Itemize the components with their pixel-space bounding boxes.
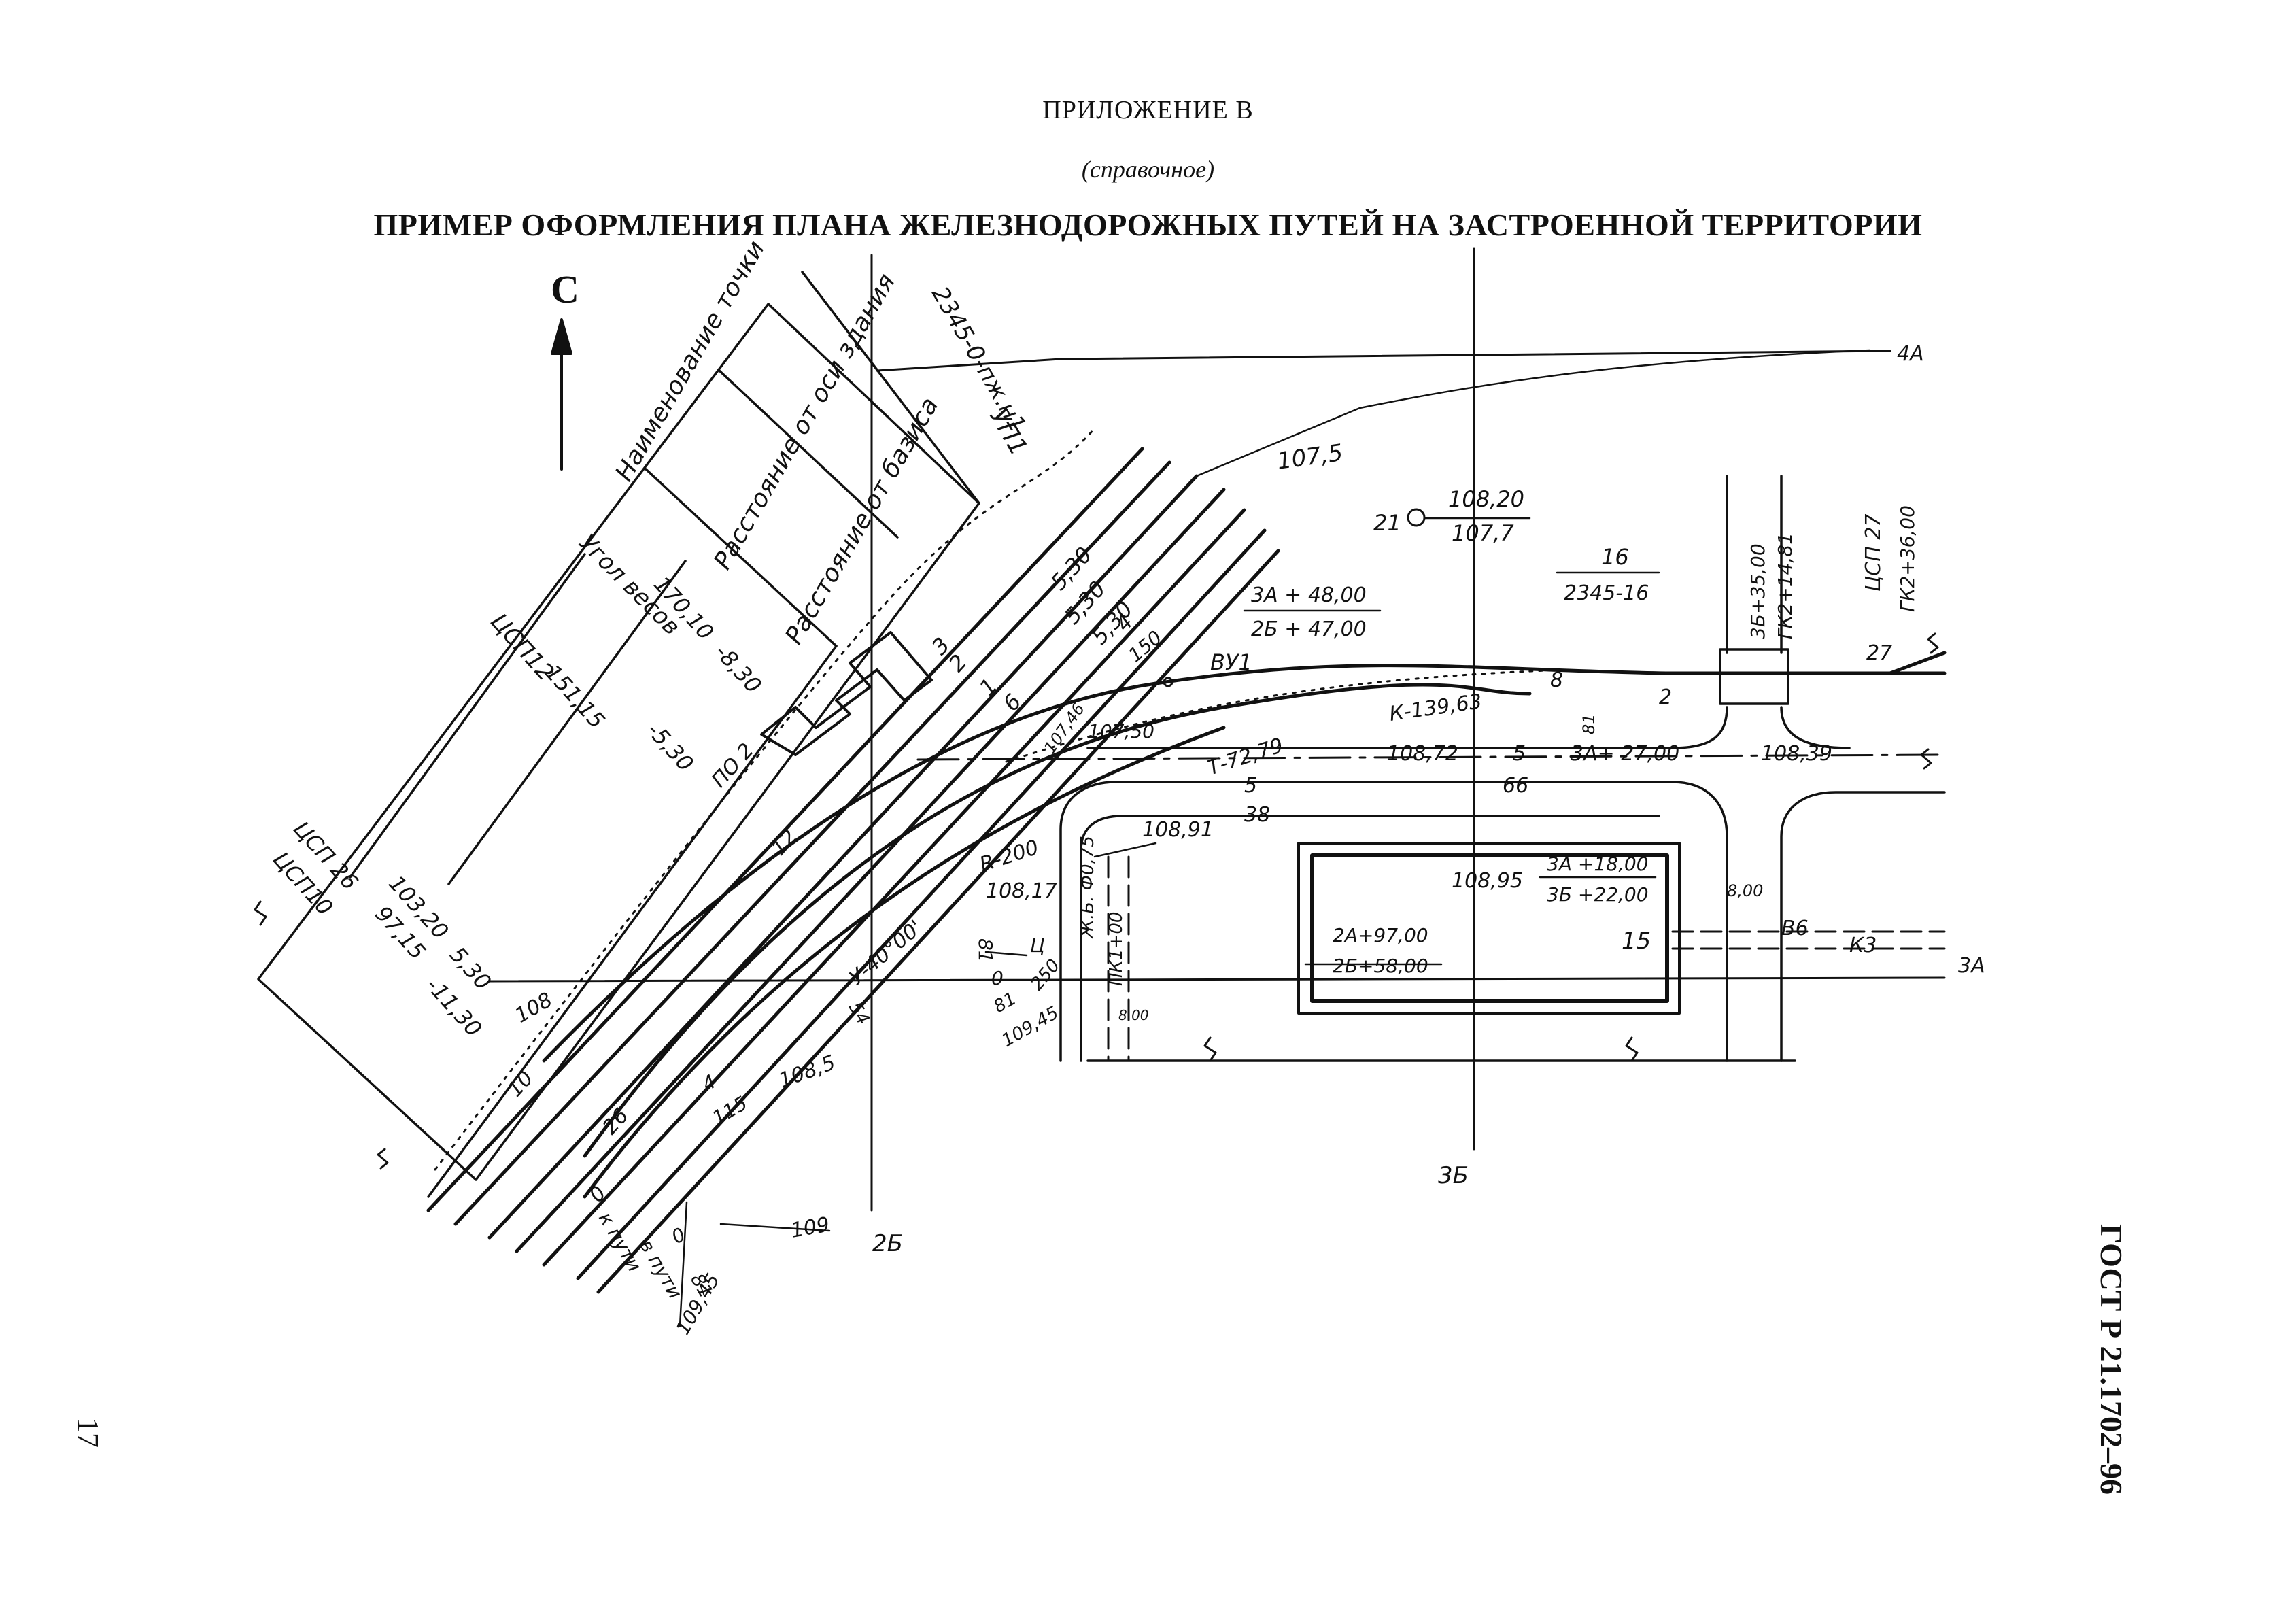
label-b16-bot: 2345-16 [1564,581,1649,605]
point-marker-21 [1407,508,1426,527]
page-number: 17 [71,1418,105,1448]
label-4b: 4 [698,1070,720,1095]
appendix-note: (справочное) [1081,156,1215,183]
label-pt21-top: 108,20 [1448,486,1524,512]
label-track-1: 1 [974,673,1003,701]
table-row1-dist-base: -8,30 [710,639,767,698]
label-2: 2 [1659,685,1672,709]
label-elev-1075: 107,5 [1275,439,1345,475]
label-0b: 0 [585,1182,611,1208]
vu1-marker [1163,677,1173,687]
label-csp27: ЦСП 27 [1862,513,1885,592]
axis-3b: 3Б [1438,1162,1469,1189]
label-elev-10872: 108,72 [1387,742,1458,766]
label-coord-2b58: 2Б+58,00 [1333,955,1428,977]
label-vu1: ВУ1 [1210,649,1252,675]
label-pipe: Ж.Б. Ф0,75 [1078,836,1098,940]
label-8: 8 [1550,668,1563,692]
label-elev-10895: 108,95 [1452,869,1523,893]
label-109: 109 [789,1212,831,1242]
label-12: 12 [767,825,802,861]
label-vkoputi: к пути [594,1208,646,1276]
page-title: ПРИМЕР ОФОРМЛЕНИЯ ПЛАНА ЖЕЛЕЗНОДОРОЖНЫХ … [373,207,1923,242]
axis-3a: 3А [1958,954,1985,978]
break-marks [254,632,1939,1170]
label-up1-code: 2345-0-пж.н1 [926,282,1031,437]
label-81b: 81 [974,938,997,963]
leader-lines [679,349,1871,1327]
coordinate-table [257,271,980,1198]
label-38: 38 [1244,803,1270,827]
label-pt21-bot: 107,7 [1452,520,1514,546]
label-coord-3b22: 3Б +22,00 [1547,883,1649,906]
label-elev-10891: 108,91 [1142,818,1214,842]
label-81: 81 [1579,713,1598,734]
label-54: 54 [844,999,874,1029]
label-26: 26 [598,1104,634,1140]
label-csp27-coord: ГК2+36,00 [1896,505,1919,612]
label-coord-3a27: 3А+ 27,00 [1571,742,1679,766]
label-elev-10839: 108,39 [1761,742,1832,766]
building-po2 [760,631,933,756]
label-k139: К-139,63 [1388,690,1484,726]
table-row1-angle: 151,15 [540,660,610,734]
label-coord-3b35: 3Б+35,00 [1747,543,1769,639]
label-coord-2a97: 2А+97,00 [1333,924,1428,947]
table-row1-dist-base-2: -5,30 [642,717,699,777]
label-b16-top: 16 [1601,544,1629,570]
label-27: 27 [1866,641,1892,665]
north-arrow [551,318,572,471]
label-coord-2b47: 2Б + 47,00 [1251,617,1367,641]
label-81c: 81 [991,989,1021,1018]
label-5: 5 [1244,774,1257,798]
north-label: С [551,267,579,311]
label-0: 0 [991,967,1004,989]
label-66: 66 [1503,774,1528,798]
label-track-6: 6 [998,689,1027,717]
label-v6: В6 [1781,917,1809,940]
label-elev-1085: 108,5 [776,1051,839,1093]
axis-2b: 2Б [872,1230,903,1257]
table-col-point-name: Наименование точки [610,236,770,486]
axis-4a: 4А [1897,342,1924,366]
label-elev-10817: 108,17 [986,879,1057,903]
label-250: 250 [1027,955,1064,994]
road-outline [1059,475,1946,1062]
label-108: 108 [511,988,557,1028]
utility-lines [1107,855,1946,1062]
label-5b: 5 [1513,742,1526,766]
label-coord-k2148: ГК2+14,81 [1774,532,1796,639]
label-ts: Ц [1030,934,1045,957]
gost-designation: ГОСТ Р 21.1702–96 [2094,1224,2129,1495]
label-coord-3a48: 3А + 48,00 [1251,583,1367,607]
label-w800: 8.00 [1118,1007,1149,1023]
label-pt21: 21 [1373,510,1401,536]
building-15 [1297,842,1681,1015]
track-edge-dotted [434,427,1565,1171]
label-pk: ПК1+00 [1106,912,1127,986]
label-coord-3a18: 3А +18,00 [1547,853,1649,875]
appendix-heading: ПРИЛОЖЕНИЕ В [1042,96,1254,124]
railway-tracks [426,447,1280,1294]
label-elev-10750: 107,50 [1088,720,1154,743]
branch-tracks [542,651,1947,1199]
label-w800b: 8,00 [1727,881,1763,900]
label-k3: К3 [1849,934,1877,957]
label-b15: 15 [1622,927,1651,955]
